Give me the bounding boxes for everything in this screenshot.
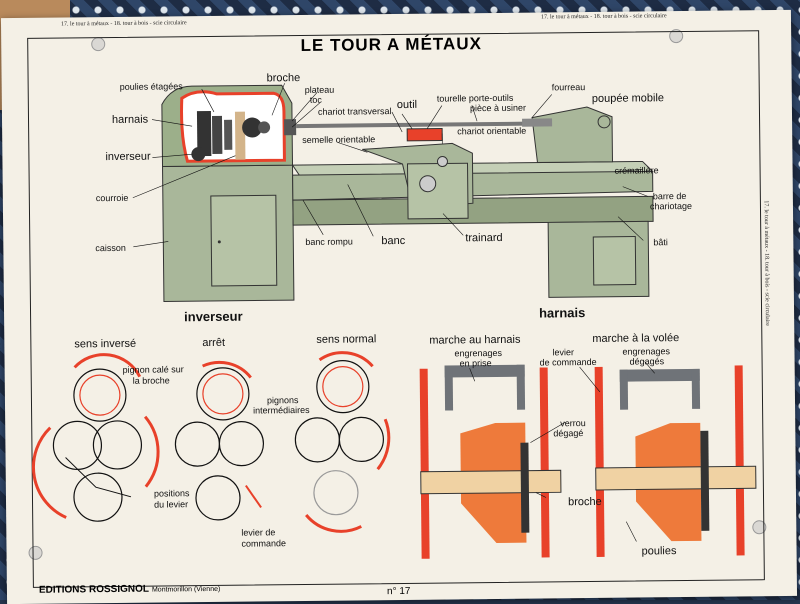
- label-engrenages-degages-2: dégagés: [630, 356, 665, 366]
- label-banc: banc: [381, 235, 405, 247]
- label-cremaillere: crémaillère: [615, 165, 659, 175]
- handwheel-icon: [420, 176, 436, 192]
- label-courroie: courroie: [96, 193, 129, 203]
- publisher-city: Montmorillon (Vienne): [152, 586, 220, 594]
- label-engrenages-prise-2: en prise: [460, 358, 492, 368]
- lathe-illustration: [162, 81, 654, 301]
- diagram-canvas: LE TOUR A MÉTAUX: [1, 10, 797, 604]
- step-pulley: [212, 116, 222, 154]
- arret-title: arrêt: [202, 337, 225, 349]
- cabinet-door: [593, 237, 636, 285]
- sens-normal-title: sens normal: [316, 333, 376, 346]
- tailstock: [532, 107, 613, 163]
- label-levier-2: de commande: [540, 357, 597, 368]
- label-chariotage: chariotage: [650, 201, 692, 211]
- sens-inverse-title: sens inversé: [74, 338, 136, 351]
- label-levier-2: commande: [241, 538, 286, 548]
- belt: [235, 112, 246, 160]
- label-pignon-cale-2: la broche: [133, 375, 170, 385]
- label-engrenages-degages-1: engrenages: [622, 346, 670, 357]
- label-toc: toc: [310, 95, 323, 105]
- label-poupee-mobile: poupée mobile: [592, 92, 664, 105]
- label-caisson: caisson: [95, 243, 126, 253]
- harnais-diagram-engaged: [420, 364, 562, 558]
- tool-post: [407, 129, 442, 141]
- label-barre-de: barre de: [653, 191, 687, 201]
- label-trainard: trainard: [465, 232, 502, 244]
- inverseur-heading: inverseur: [184, 309, 243, 325]
- step-pulley: [224, 120, 232, 150]
- label-verrou-2: dégagé: [553, 428, 583, 438]
- label-broche: broche: [568, 496, 602, 508]
- label-chariot-transversal: chariot transversal: [318, 106, 392, 117]
- label-levier-1: levier de: [241, 527, 275, 537]
- inverseur-labels: pignon calé sur la broche pignons interm…: [123, 363, 312, 550]
- label-positions-2: du levier: [154, 499, 188, 509]
- poster: 17. le tour à métaux - 18. tour à bois -…: [1, 10, 797, 604]
- label-engrenages-prise-1: engrenages: [454, 348, 502, 359]
- label-poulies: poulies: [642, 545, 677, 557]
- label-levier-1: levier: [552, 347, 574, 357]
- plateau: [284, 119, 296, 135]
- label-piece-a-usiner: pièce à usiner: [470, 103, 526, 114]
- label-plateau: plateau: [305, 85, 335, 95]
- harnais-diagram-disengaged: [595, 365, 757, 557]
- publisher: EDITIONS ROSSIGNOL: [39, 584, 149, 596]
- marche-volee-title: marche à la volée: [592, 332, 679, 345]
- label-pignons-2: intermédiaires: [253, 405, 310, 416]
- label-banc-rompu: banc rompu: [305, 236, 353, 246]
- label-poulies-etagees: poulies étagées: [120, 81, 184, 92]
- cabinet-door: [211, 195, 277, 286]
- label-pignons-1: pignons: [267, 395, 299, 405]
- handwheel-icon: [437, 156, 447, 166]
- label-harnais: harnais: [112, 114, 149, 126]
- label-verrou-1: verrou: [560, 418, 586, 428]
- label-pignon-cale-1: pignon calé sur: [123, 364, 184, 375]
- gear-diagram-normal: [294, 352, 389, 532]
- harnais-heading: harnais: [539, 305, 585, 320]
- label-chariot-orientable: chariot orientable: [457, 126, 526, 137]
- label-inverseur: inverseur: [105, 151, 151, 163]
- label-semelle-orientable: semelle orientable: [302, 134, 375, 145]
- label-positions-1: positions: [154, 488, 190, 498]
- poster-title: LE TOUR A MÉTAUX: [301, 34, 482, 55]
- label-broche: broche: [267, 72, 301, 84]
- label-bati: bâti: [653, 237, 668, 247]
- label-outil: outil: [397, 99, 417, 111]
- poster-number: n° 17: [387, 586, 411, 597]
- apron: [408, 163, 469, 219]
- quill: [522, 118, 552, 126]
- marche-harnais-title: marche au harnais: [429, 334, 521, 347]
- label-fourreau: fourreau: [552, 82, 586, 92]
